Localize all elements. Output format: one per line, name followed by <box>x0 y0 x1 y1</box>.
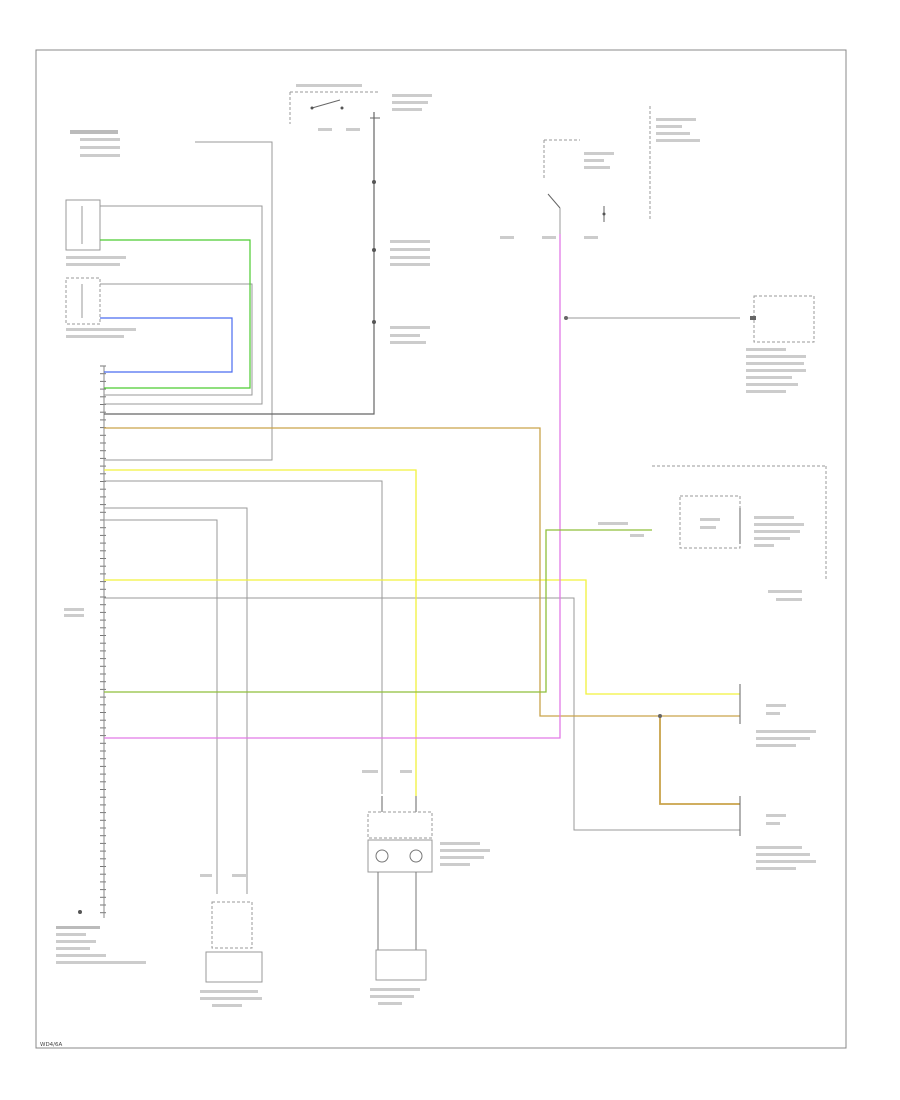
left-sensor-group <box>65 130 136 338</box>
diagram-frame <box>35 49 847 1049</box>
instrument-cluster <box>598 465 827 601</box>
seatbelt-pretensioner-lower <box>739 796 816 870</box>
wire-olive-instrument <box>104 529 652 693</box>
top-right-fuse-assembly <box>500 106 700 239</box>
wire-tan-branch <box>659 716 740 805</box>
top-switch-assembly <box>289 84 432 344</box>
wire-yellow-center-sensor <box>104 469 417 796</box>
center-sensor-block <box>362 770 490 1005</box>
wire-yellow-seatbelt-upper <box>104 579 740 695</box>
bottom-left-airbag-module <box>200 874 263 1007</box>
gray-wires <box>100 112 740 894</box>
footer-code: WD4/6A <box>40 1042 63 1048</box>
wire-blue-upper-cushion <box>100 317 233 373</box>
right-control-module <box>746 295 815 393</box>
colored-wires <box>100 234 740 796</box>
wire-green-lower-cushion <box>100 239 251 389</box>
seatbelt-pretensioner-upper <box>739 684 816 747</box>
control-unit-connector <box>100 365 106 918</box>
wire-violet-run <box>104 234 561 739</box>
wire-tan-seatbelt-lower <box>104 427 740 717</box>
control-unit-label <box>56 608 146 964</box>
